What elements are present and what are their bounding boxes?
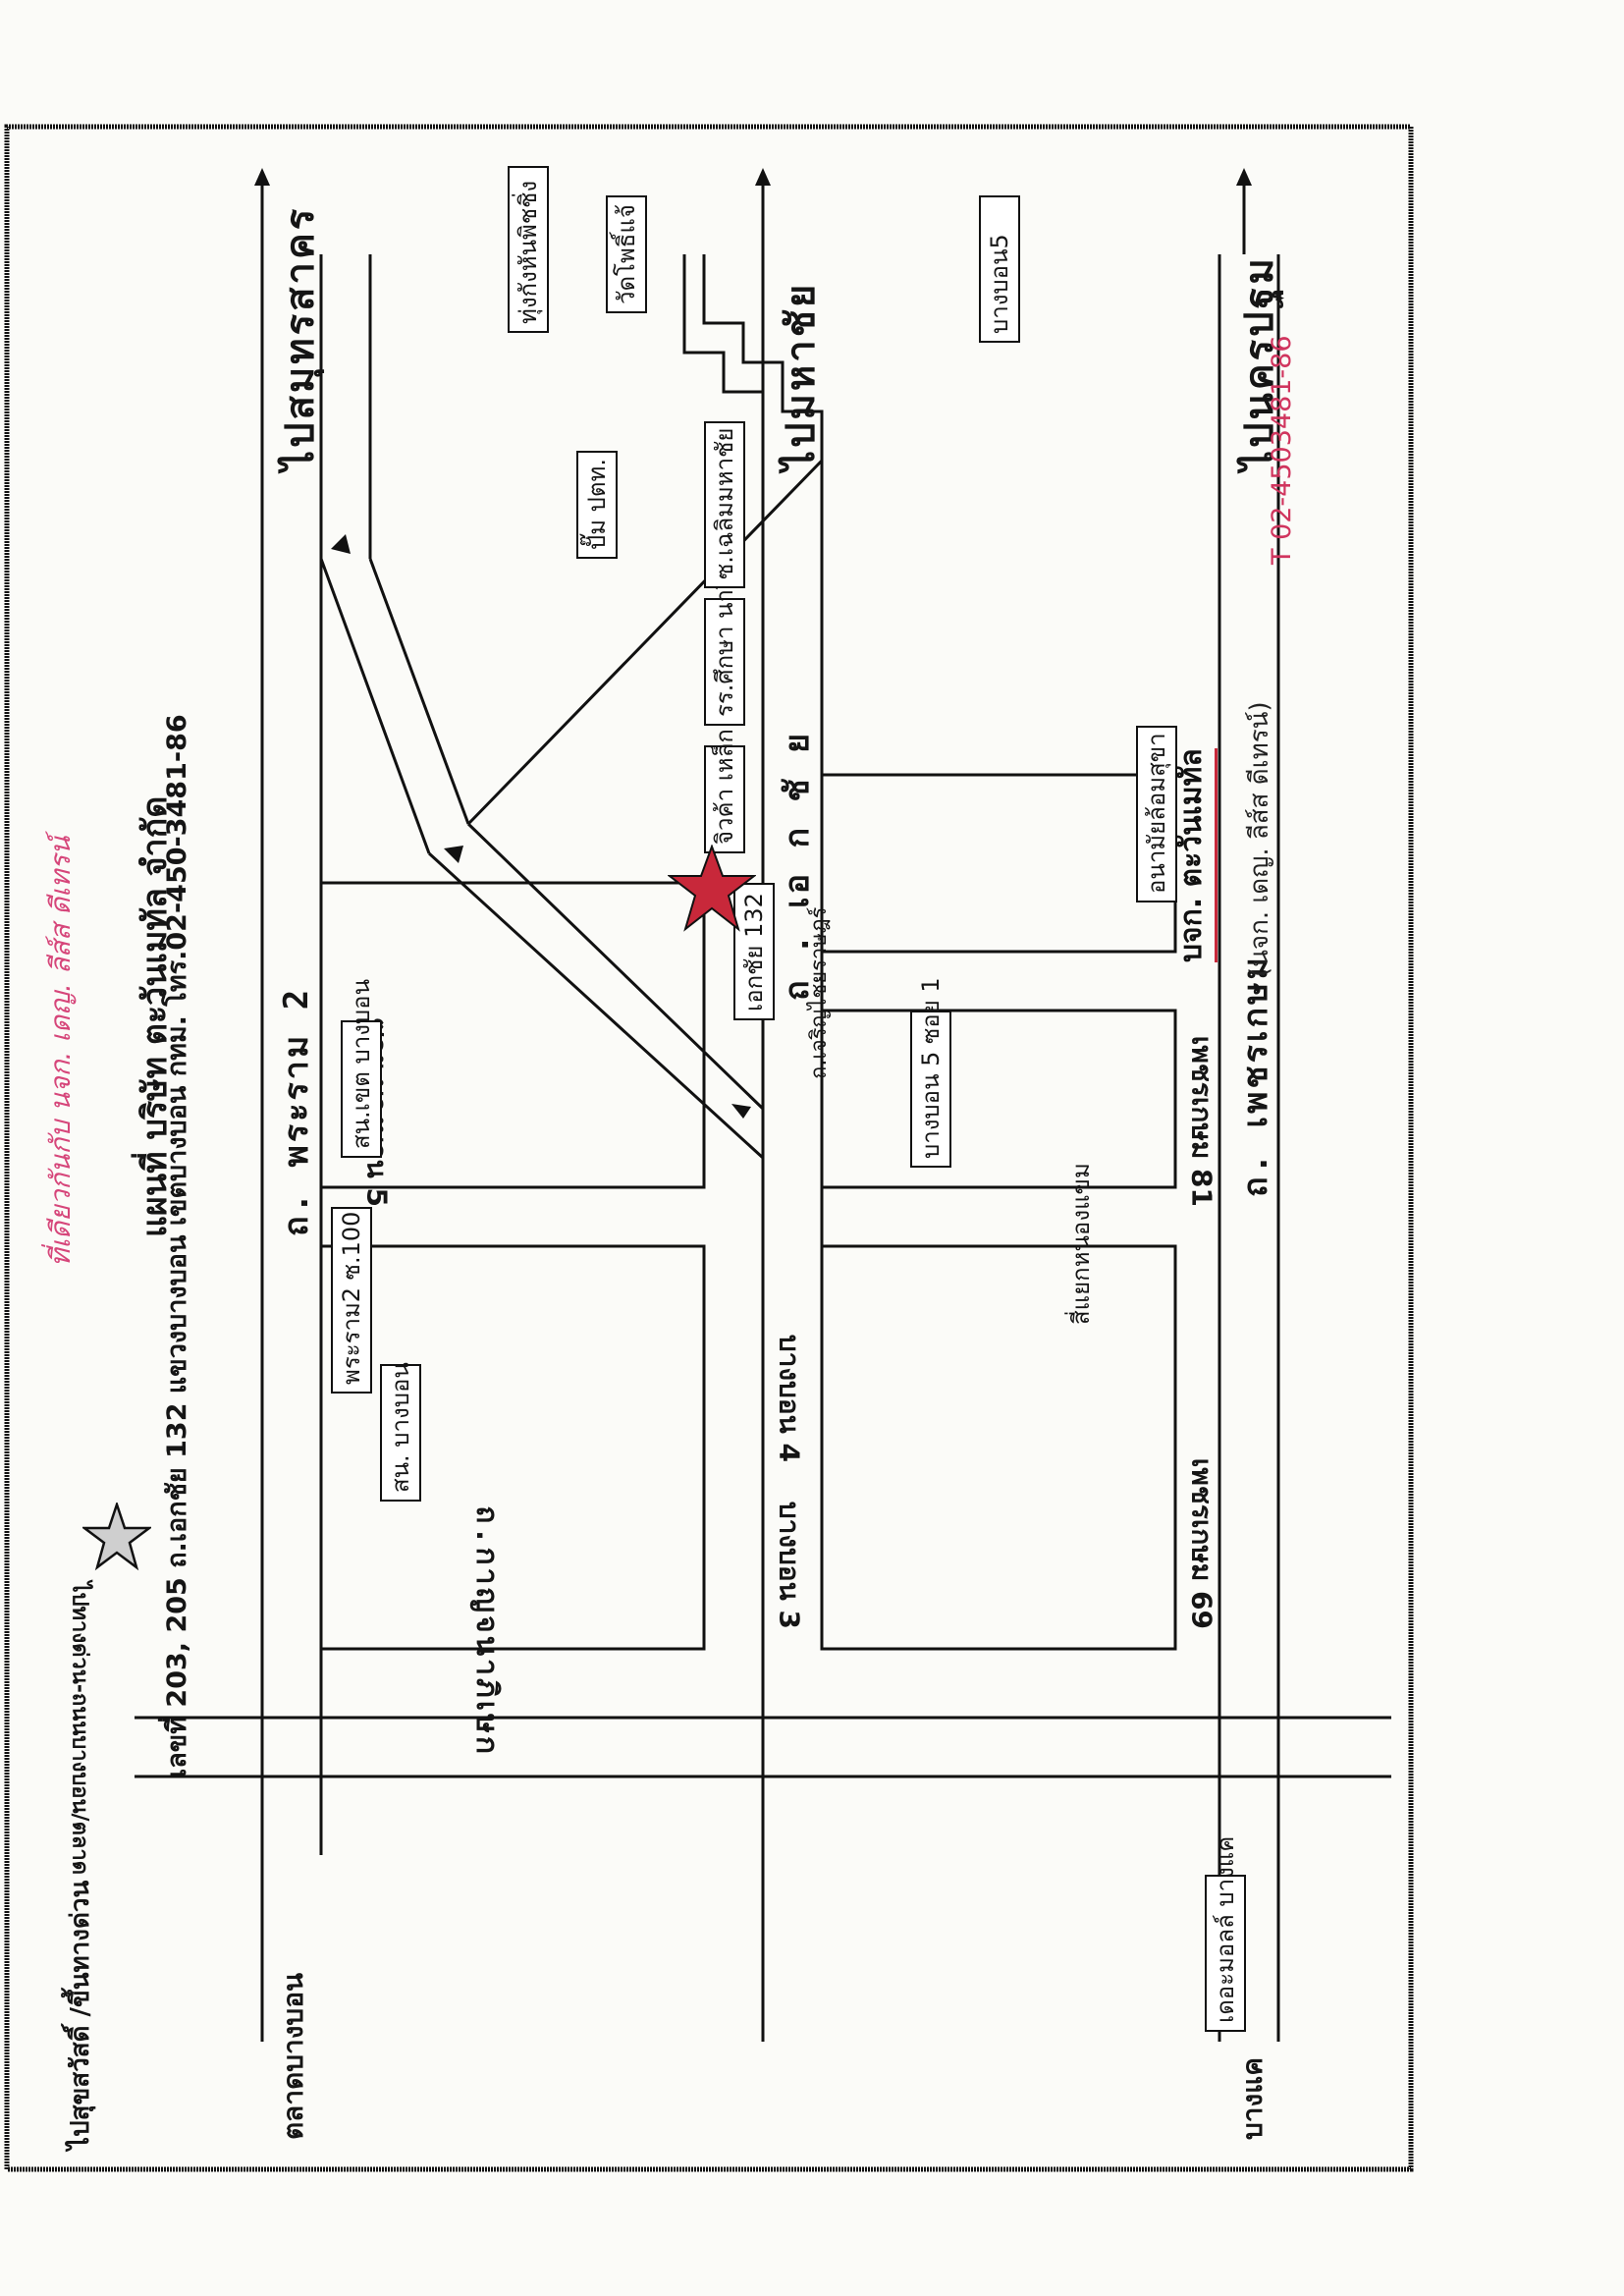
destination-phone: T 02-4503481-86 [1267, 335, 1297, 565]
landmark-bang-bon-5-soi1: บางบอน 5 ซอย 1 [910, 977, 951, 1168]
map-frame: ถ. พระราม 2 ถ . เอ ก ชั ย ถ. เพชรเกษม ถ.… [0, 117, 1421, 2179]
direction-samut-sakhon: ไปสมุทรสาคร [278, 205, 323, 470]
landmark-bang-bon-5-arrow: บางบอน5 [979, 195, 1020, 343]
landmark-rama2-soi100: พระราม2 ซ.100 [331, 1207, 372, 1394]
header-star-icon [82, 1503, 151, 1571]
direction-mahachai: ไปมหาชัย [779, 281, 824, 470]
road-network [4, 124, 1414, 2172]
direction-suk-sawat: ไปสุขสวัสดิ์ /ขึ้นทางด่วน [66, 1880, 95, 2150]
soi-phetkasem-81: เพชรเกษม 81 [1185, 1035, 1218, 1207]
road-rama2-label: ถ. พระราม 2 [277, 986, 316, 1236]
landmark-school: รร.ศึกษา นารีวิทยา [704, 520, 745, 726]
landmark-sn-bang-bon: สน. บางบอน [380, 1362, 421, 1502]
landmark-the-mall: เดอะมอลล์ บางแค [1205, 1836, 1246, 2032]
soi-phetkasem-69: เพชรเกษม 69 [1185, 1457, 1218, 1629]
direction-expressway: ไปทางด่วน-ถนนบางบอน/ตลาด [67, 1581, 92, 1875]
road-charoen-rat-label: ถ.เจริญไชยราษฎร์ [807, 906, 832, 1079]
destination-name: บจก. ตะวันเมทัล [1168, 748, 1218, 962]
landmark-ptt-station: ปั๊ม ปตท. [576, 451, 618, 559]
landmark-wat-phothi: วัดโพธิ์แจ้ [606, 195, 647, 313]
landmark-nong-khaem: สี่แยกหนองแขม [1067, 1163, 1095, 1325]
soi-bang-bon-3: บางบอน 3 [773, 1501, 806, 1629]
soi-bang-bon-4: บางบอน 4 [773, 1334, 806, 1462]
direction-talat-bang-bon: ตลาดบางบอน [277, 1972, 309, 2140]
landmark-thung-krang: ทุ่งกังหันพิชชิ่ง [508, 166, 549, 333]
landmark-soi-chalerm: ซ.เฉลิมมหาชัย [704, 421, 745, 588]
destination-subtext: (นจก. เดญ. ลีส์ส ดีเทรน์) [1245, 701, 1274, 977]
road-phetkasem-label: ถ. เพชรเกษม [1236, 955, 1275, 1197]
direction-bang-khae: บางแค [1236, 2057, 1269, 2140]
landmark-chiewka-steel: จิวค้า เหล็ก [704, 729, 745, 853]
road-kanchanaphisek-label: ถ.กาญจนาภิเษก [469, 1505, 504, 1757]
destination-star-icon [668, 845, 756, 932]
landmark-sn-khet-bang-bon: สน.เขต บางบอน [341, 979, 382, 1158]
